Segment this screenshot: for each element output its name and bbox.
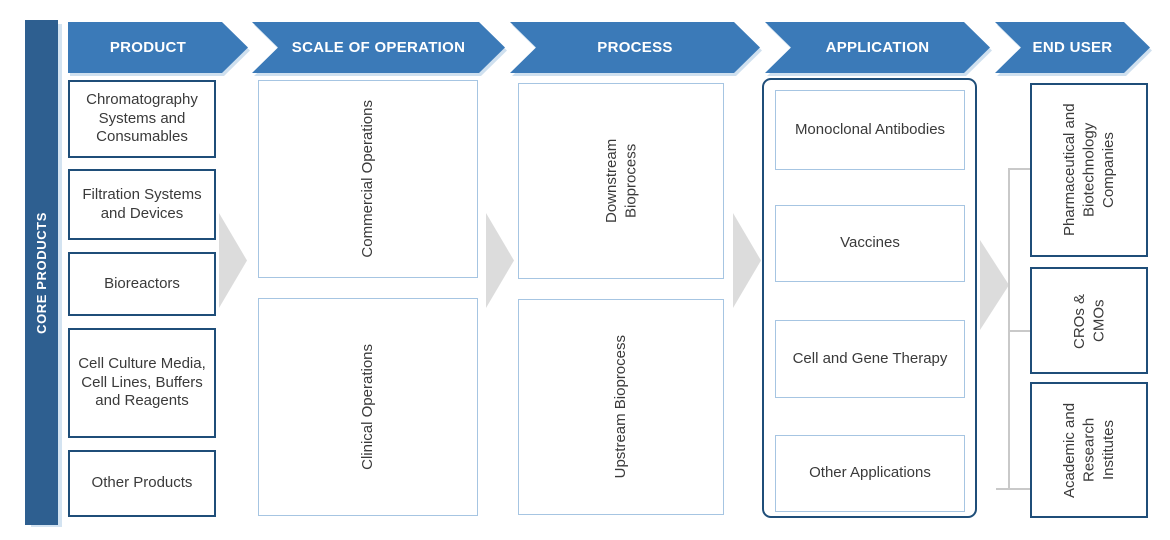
box-cell-and-gene-therapy: Cell and Gene Therapy — [775, 320, 965, 398]
header-process: PROCESS — [510, 22, 760, 73]
box-clinical-operations: Clinical Operations — [258, 298, 478, 516]
box-label: Commercial Operations — [359, 100, 377, 258]
box-commercial-operations: Commercial Operations — [258, 80, 478, 278]
box-label: CROs & CMOs — [1070, 293, 1108, 349]
box-label: Clinical Operations — [359, 344, 377, 470]
header-product: PRODUCT — [68, 22, 248, 73]
box-bioreactors: Bioreactors — [68, 252, 216, 316]
bracket-line — [1008, 168, 1010, 490]
chevron-banner: PROCESS — [510, 22, 760, 73]
header-application: APPLICATION — [765, 22, 990, 73]
header-scale-of-operation: SCALE OF OPERATION — [252, 22, 505, 73]
bracket-stub-bottom — [996, 488, 1030, 490]
box-upstream-bioprocess: Upstream Bioprocess — [518, 299, 724, 515]
box-label: Pharmaceutical and Biotechnology Compani… — [1060, 103, 1117, 237]
bracket-stub-top — [1008, 168, 1030, 170]
box-cros-cmos: CROs & CMOs — [1030, 267, 1148, 374]
box-label: Academic and Research Institutes — [1060, 402, 1117, 498]
box-chromatography-systems: Chromatography Systems and Consumables — [68, 80, 216, 158]
box-academic-research-institutes: Academic and Research Institutes — [1030, 382, 1148, 518]
chevron-banner: END USER — [995, 22, 1150, 73]
chevron-banner: APPLICATION — [765, 22, 990, 73]
bracket-stub-middle — [1008, 330, 1030, 332]
box-monoclonal-antibodies: Monoclonal Antibodies — [775, 90, 965, 170]
core-products-bar: CORE PRODUCTS — [25, 20, 58, 525]
box-other-applications: Other Applications — [775, 435, 965, 512]
flow-arrow-icon — [733, 213, 761, 308]
flow-arrow-icon — [219, 213, 247, 308]
core-products-label: CORE PRODUCTS — [34, 211, 49, 334]
chevron-banner: SCALE OF OPERATION — [252, 22, 505, 73]
flow-arrow-icon — [486, 213, 514, 308]
box-label: Downstream Bioprocess — [602, 138, 640, 224]
header-end-user: END USER — [995, 22, 1150, 73]
flow-arrow-icon — [980, 240, 1009, 330]
box-label: Upstream Bioprocess — [612, 335, 630, 479]
box-vaccines: Vaccines — [775, 205, 965, 282]
box-pharma-biotech-companies: Pharmaceutical and Biotechnology Compani… — [1030, 83, 1148, 257]
box-filtration-systems: Filtration Systems and Devices — [68, 169, 216, 240]
box-other-products: Other Products — [68, 450, 216, 517]
box-downstream-bioprocess: Downstream Bioprocess — [518, 83, 724, 279]
chevron-banner: PRODUCT — [68, 22, 248, 73]
box-cell-culture-media: Cell Culture Media, Cell Lines, Buffers … — [68, 328, 216, 438]
